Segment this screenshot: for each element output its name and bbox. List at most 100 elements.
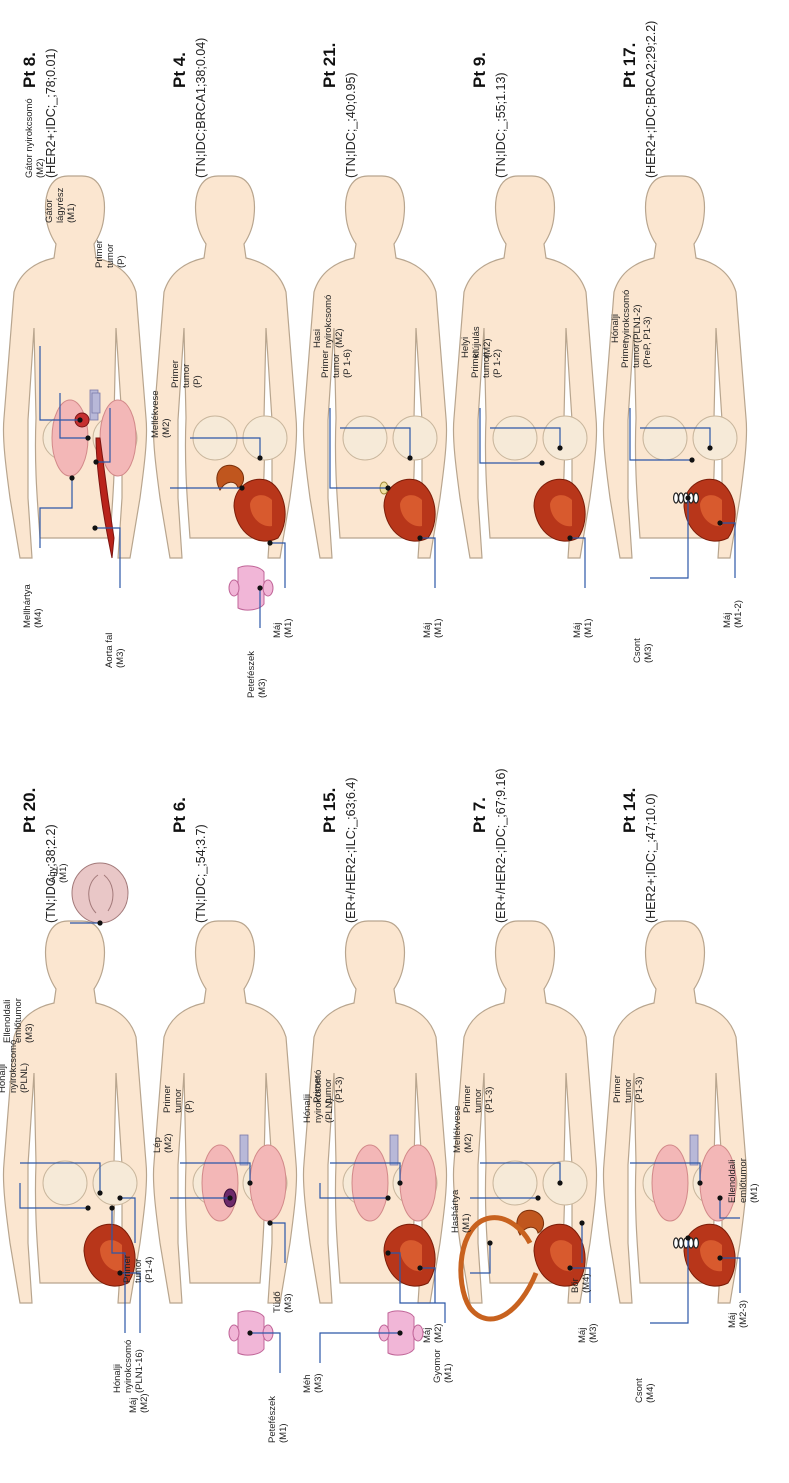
site-label: Máj(M2-3) <box>727 1300 749 1328</box>
site-marker <box>397 1330 402 1335</box>
site-label: Mellhártya(M4) <box>22 583 44 628</box>
site-marker <box>697 1180 702 1185</box>
patient-subtype: (HER2+;IDC;_;78;0.01) <box>44 48 58 178</box>
site-marker <box>717 1195 722 1200</box>
site-label: Primertumor(P1-4) <box>122 1255 155 1283</box>
site-marker <box>109 1205 114 1210</box>
lung-icon <box>400 1145 436 1221</box>
site-label: Máj(M1) <box>272 618 294 638</box>
lung-icon <box>652 1145 688 1221</box>
site-label: Máj(M1) <box>572 618 594 638</box>
panel-pt6: Pt 6.(TN;IDC;_;54;3.7)Primertumor(P)Lép(… <box>152 797 297 1443</box>
site-marker <box>539 460 544 465</box>
site-label: Méh(M3) <box>302 1373 324 1393</box>
site-marker <box>385 1195 390 1200</box>
panel-pt17: Pt 17.(HER2+;IDC;BRCA2;29;2.2)Primertumo… <box>603 21 746 663</box>
site-marker <box>77 417 82 422</box>
site-label: Csont(M4) <box>634 1378 656 1403</box>
vertebra-icon <box>679 1238 684 1248</box>
patient-subtype: (TN;IDC;_;54;3.7) <box>194 824 208 923</box>
patient-title: Pt 15. <box>320 788 339 833</box>
vertebra-icon <box>679 493 684 503</box>
site-marker <box>97 920 102 925</box>
site-marker <box>257 585 262 590</box>
site-marker <box>407 455 412 460</box>
trachea-icon <box>690 1135 698 1165</box>
site-marker <box>247 1330 252 1335</box>
brain-icon <box>72 863 128 923</box>
site-marker <box>93 459 98 464</box>
site-marker <box>267 540 272 545</box>
panel-pt21: Pt 21.(TN;IDC;_;40;0.95)Primertumor(P 1-… <box>303 43 446 638</box>
panel-pt7: Pt 7.(ER+/HER2-;IDC;_;67;9.16)Primertumo… <box>450 768 599 1343</box>
site-marker <box>579 1220 584 1225</box>
body-icon <box>3 176 146 558</box>
patient-title: Pt 7. <box>470 797 489 833</box>
site-label: Máj(M3) <box>577 1323 599 1343</box>
site-marker <box>385 485 390 490</box>
patient-subtype: (HER2+;IDC;_;47;10.0) <box>644 793 658 923</box>
site-label: Lép(M2) <box>152 1133 174 1153</box>
breast-icon <box>343 416 387 460</box>
site-marker <box>557 1180 562 1185</box>
site-marker <box>487 1240 492 1245</box>
site-label: Csont(M3) <box>632 638 654 663</box>
site-marker <box>557 445 562 450</box>
patient-subtype: (TN;IDC;_;40;0.95) <box>344 72 358 178</box>
patient-title: Pt 9. <box>470 52 489 88</box>
site-marker <box>267 1220 272 1225</box>
breast-icon <box>693 416 737 460</box>
site-marker <box>535 1195 540 1200</box>
site-label: Aorta fal(M3) <box>104 633 126 668</box>
panel-pt15: Pt 15.(ER+/HER2-;ILC;_;63;6.4)Primertumo… <box>302 777 454 1393</box>
panel-pt20: Pt 20.(TN;IDC;_;38;2.2)Agy(M1)Ellenoldal… <box>0 788 155 1413</box>
patient-subtype: (ER+/HER2-;ILC;_;63;6.4) <box>344 777 358 923</box>
site-marker <box>707 445 712 450</box>
site-marker <box>689 457 694 462</box>
vertebra-icon <box>694 1238 699 1248</box>
site-label: Gyomor(M1) <box>432 1349 454 1383</box>
breast-icon <box>393 416 437 460</box>
site-label: Primertumor(P) <box>94 240 127 268</box>
breast-icon <box>543 416 587 460</box>
breast-icon <box>43 1161 87 1205</box>
lung-icon <box>352 1145 388 1221</box>
site-label: Máj(M2) <box>128 1393 150 1413</box>
site-marker <box>239 485 244 490</box>
site-label: Primertumor(P1-3) <box>612 1075 645 1103</box>
site-marker <box>257 455 262 460</box>
site-label: Petefészek(M1) <box>267 1396 289 1443</box>
patient-title: Pt 17. <box>620 43 639 88</box>
site-marker <box>385 1250 390 1255</box>
site-marker <box>92 525 97 530</box>
lung-icon <box>202 1145 238 1221</box>
site-marker <box>85 1205 90 1210</box>
panel-pt4: Pt 4.(TN;IDC;BRCA1;38;0.04)Primertumor(P… <box>150 38 297 698</box>
patient-subtype: (TN;IDC;BRCA1;38;0.04) <box>194 38 208 178</box>
vertebra-icon <box>674 1238 679 1248</box>
lung-icon <box>250 1145 286 1221</box>
panel-pt14: Pt 14.(HER2+;IDC;_;47;10.0)Primertumor(P… <box>603 788 760 1403</box>
site-marker <box>567 535 572 540</box>
site-marker <box>227 1195 232 1200</box>
patient-subtype: (ER+/HER2-;IDC;_;67;9.16) <box>494 768 508 923</box>
patient-title: Pt 20. <box>20 788 39 833</box>
patient-title: Pt 8. <box>20 52 39 88</box>
site-marker <box>417 535 422 540</box>
site-marker <box>717 1255 722 1260</box>
lung-icon <box>100 400 136 476</box>
site-marker <box>397 1180 402 1185</box>
panel-pt8: Pt 8.(HER2+;IDC;_;78;0.01)Gátor nyirokcs… <box>3 48 146 668</box>
site-label: Hónaljinyirokcsomó(PLN1-16) <box>112 1340 145 1393</box>
site-label: Máj(M2) <box>422 1323 444 1343</box>
patient-title: Pt 4. <box>170 52 189 88</box>
panel-pt9: Pt 9.(TN;IDC;_;55;1.13)Primertumor(P 1-2… <box>453 52 596 638</box>
site-marker <box>717 520 722 525</box>
site-label: Máj(M1-2) <box>722 600 744 628</box>
site-marker <box>247 1180 252 1185</box>
site-label: Tüdő(M3) <box>272 1291 294 1313</box>
site-marker <box>117 1195 122 1200</box>
site-marker <box>97 1190 102 1195</box>
site-marker <box>567 1265 572 1270</box>
